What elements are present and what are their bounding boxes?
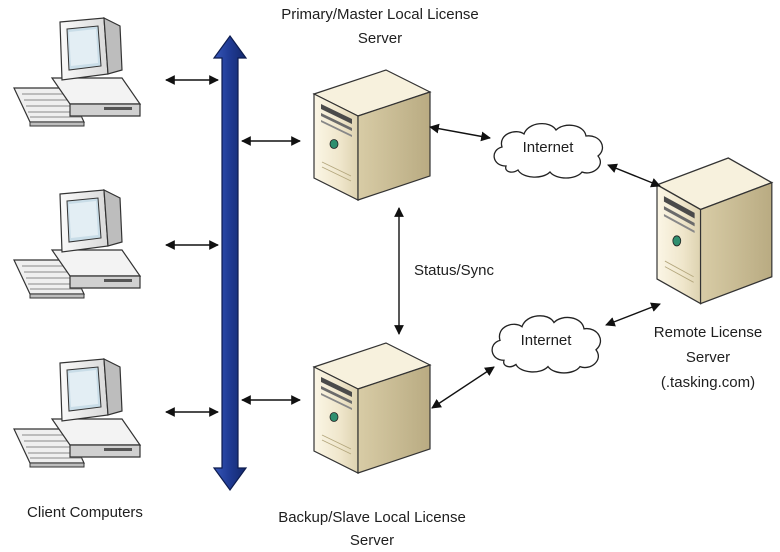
network-bus-icon: [212, 34, 248, 492]
primary-server-label-line2: Server: [357, 30, 403, 47]
status-sync-label: Status/Sync: [413, 262, 495, 279]
backup-server-icon: [313, 342, 431, 474]
client-computers-label: Client Computers: [27, 504, 143, 521]
remote-server-label-line1: Remote License: [653, 324, 763, 341]
primary-server-label-line1: Primary/Master Local License: [281, 6, 479, 23]
remote-server-label-line3: (.tasking.com): [660, 374, 756, 391]
client-computer-1: [13, 17, 141, 127]
remote-server-icon: [656, 157, 773, 305]
arrow-backup-internet: [431, 366, 495, 409]
arrow-primary-internet: [429, 123, 491, 142]
internet-bottom-label: Internet: [520, 332, 572, 349]
internet-top-label: Internet: [522, 139, 574, 156]
arrow-internet-remote: [607, 163, 661, 188]
backup-server-label-line2: Server: [349, 532, 395, 549]
backup-server-label-line1: Backup/Slave Local License: [278, 509, 466, 526]
remote-server-label-line2: Server: [685, 349, 731, 366]
primary-server-icon: [313, 69, 431, 201]
client-computer-2: [13, 189, 141, 299]
client-computer-3: [13, 358, 141, 468]
arrow-internet-remote-2: [605, 302, 661, 327]
